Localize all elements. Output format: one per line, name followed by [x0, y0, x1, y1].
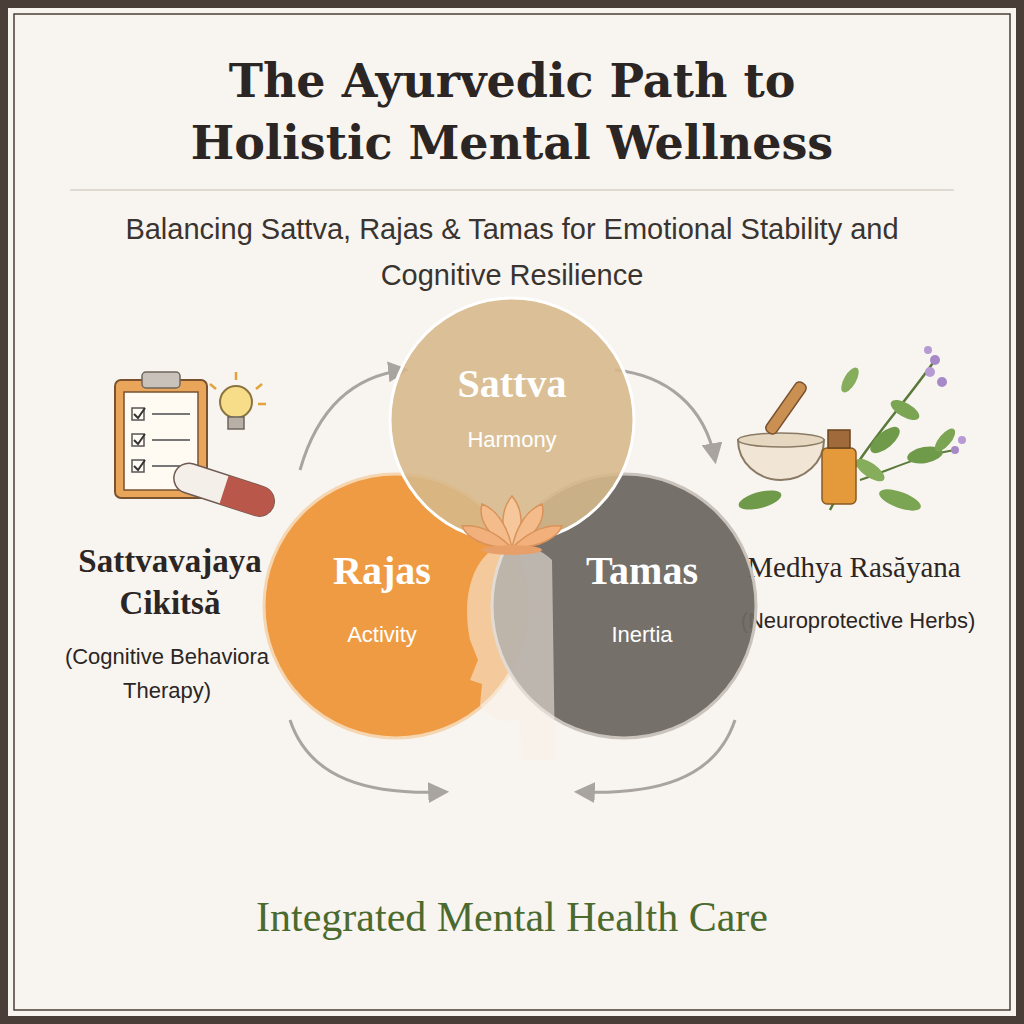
subtitle: Balancing Sattva, Rajas & Tamas for Emot…: [112, 206, 912, 298]
guna-quality: Inertia: [508, 622, 776, 648]
lightbulb-icon: [210, 372, 266, 429]
divider: [70, 189, 954, 191]
capsule-icon: [170, 459, 278, 520]
diagram-caption: Integrated Mental Health Care: [112, 892, 912, 942]
lotus-icon: [462, 496, 562, 555]
head-silhouette: [467, 544, 555, 760]
guna-name: Tamas: [508, 547, 776, 594]
diagram-title: The Ayurvedic Path to Holistic Mental We…: [172, 50, 852, 174]
herbs-icon: [737, 346, 966, 515]
therapy-gloss: (Cognitive Behaviora Therapy): [22, 640, 312, 708]
guna-circle: SattvaHarmony: [388, 296, 636, 544]
guna-name: Rajas: [248, 547, 516, 594]
guna-quality: Activity: [248, 622, 516, 648]
herb-gloss: (Neuroprotective Herbs): [738, 604, 978, 638]
circle-outline: [388, 296, 636, 544]
guna-name: Sattva: [388, 360, 636, 407]
guna-quality: Harmony: [388, 427, 636, 453]
inner-frame: [14, 14, 1010, 1010]
outer-frame: [4, 4, 1020, 1020]
